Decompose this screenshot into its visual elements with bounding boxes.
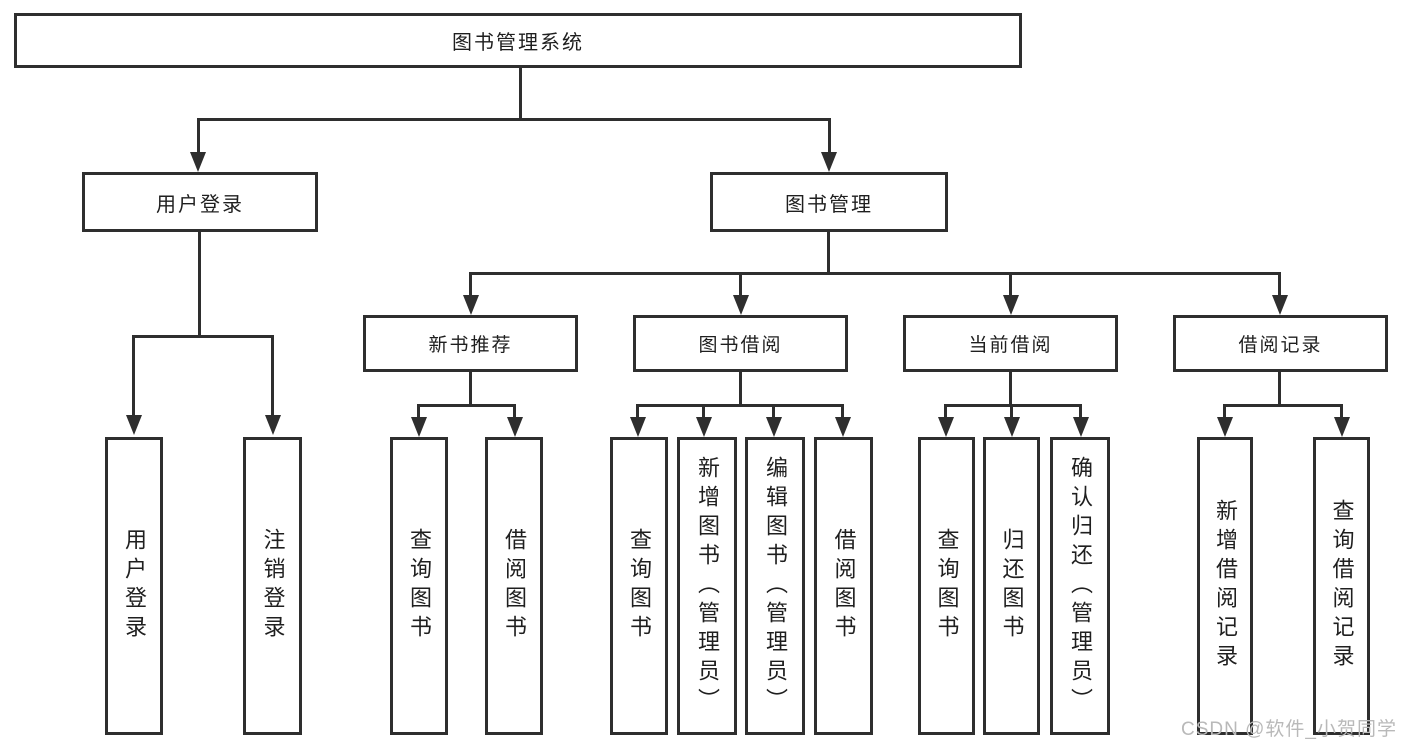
arrow-down-icon	[766, 417, 782, 437]
edge-line	[197, 118, 831, 121]
node-current-borrow: 当前借阅	[903, 315, 1118, 372]
edge-line	[1010, 404, 1013, 418]
edge-line	[636, 404, 844, 407]
arrow-down-icon	[696, 417, 712, 437]
edge-line	[1009, 272, 1012, 296]
node-book-borrow: 图书借阅	[633, 315, 848, 372]
arrow-down-icon	[1003, 295, 1019, 315]
node-new-book-rec: 新书推荐	[363, 315, 578, 372]
edge-line	[841, 404, 844, 418]
arrow-down-icon	[1004, 417, 1020, 437]
leaf-query-books-current: 查询图书	[918, 437, 975, 735]
edge-line	[1223, 404, 1226, 418]
edge-line	[739, 272, 742, 296]
leaf-user-login-label: 用户登录	[122, 528, 147, 644]
leaf-add-borrow-record: 新增借阅记录	[1197, 437, 1253, 735]
arrow-down-icon	[1334, 417, 1350, 437]
node-user-login-label: 用户登录	[156, 193, 244, 216]
leaf-logout-login-label: 注销登录	[260, 528, 286, 644]
edge-line	[827, 232, 830, 274]
leaf-query-books-current-label: 查询图书	[934, 528, 960, 644]
edge-line	[944, 404, 947, 418]
arrow-down-icon	[1217, 417, 1233, 437]
edge-line	[828, 118, 831, 154]
edge-line	[132, 335, 135, 416]
node-book-mgmt-label: 图书管理	[785, 193, 873, 216]
leaf-edit-book-admin: 编辑图书（管理员）	[745, 437, 805, 735]
leaf-borrow-books-borrow-label: 借阅图书	[831, 528, 857, 644]
edge-line	[702, 404, 705, 418]
edge-line	[519, 66, 522, 120]
arrow-down-icon	[190, 152, 206, 172]
node-user-login: 用户登录	[82, 172, 318, 232]
node-borrow-records: 借阅记录	[1173, 315, 1388, 372]
edge-line	[636, 404, 639, 418]
edge-line	[1340, 404, 1343, 418]
watermark: CSDN @软件_小贺同学	[1181, 719, 1397, 740]
leaf-add-book-admin: 新增图书（管理员）	[677, 437, 737, 735]
edge-line	[772, 404, 775, 418]
node-root-label: 图书管理系统	[452, 32, 584, 54]
leaf-confirm-return-admin: 确认归还（管理员）	[1050, 437, 1110, 735]
arrow-down-icon	[630, 417, 646, 437]
node-root: 图书管理系统	[14, 13, 1022, 68]
arrow-down-icon	[733, 295, 749, 315]
leaf-add-borrow-record-label: 新增借阅记录	[1213, 499, 1238, 673]
arrow-down-icon	[938, 417, 954, 437]
edge-line	[1278, 372, 1281, 407]
arrow-down-icon	[463, 295, 479, 315]
leaf-borrow-books-borrow: 借阅图书	[814, 437, 873, 735]
leaf-query-borrow-record: 查询借阅记录	[1313, 437, 1370, 735]
leaf-query-books-rec-label: 查询图书	[407, 528, 432, 644]
edge-line	[513, 404, 516, 418]
node-borrow-records-label: 借阅记录	[1238, 335, 1323, 356]
arrow-down-icon	[1272, 295, 1288, 315]
leaf-query-books-borrow: 查询图书	[610, 437, 668, 735]
node-book-mgmt: 图书管理	[710, 172, 948, 232]
edge-line	[197, 118, 200, 154]
leaf-user-login: 用户登录	[105, 437, 163, 735]
leaf-return-books-label: 归还图书	[999, 528, 1025, 644]
edge-line	[944, 404, 1082, 407]
leaf-query-borrow-record-label: 查询借阅记录	[1329, 499, 1355, 673]
edge-line	[469, 272, 472, 296]
arrow-down-icon	[821, 152, 837, 172]
edge-line	[739, 372, 742, 407]
node-book-borrow-label: 图书借阅	[698, 335, 783, 356]
arrow-down-icon	[411, 417, 427, 437]
leaf-logout-login: 注销登录	[243, 437, 302, 735]
edge-line	[417, 404, 516, 407]
leaf-edit-book-admin-label: 编辑图书（管理员）	[763, 455, 788, 717]
edge-line	[469, 272, 1281, 275]
arrow-down-icon	[835, 417, 851, 437]
leaf-confirm-return-admin-label: 确认归还（管理员）	[1068, 455, 1093, 717]
edge-line	[1223, 404, 1343, 407]
leaf-add-book-admin-label: 新增图书（管理员）	[695, 455, 720, 717]
arrow-down-icon	[126, 415, 142, 435]
edge-line	[469, 372, 472, 407]
leaf-return-books: 归还图书	[983, 437, 1040, 735]
edge-line	[1278, 272, 1281, 296]
edge-line	[417, 404, 420, 418]
edge-line	[271, 335, 274, 416]
edge-line	[132, 335, 274, 338]
edge-line	[198, 232, 201, 338]
arrow-down-icon	[1073, 417, 1089, 437]
edge-line	[1079, 404, 1082, 418]
leaf-query-books-rec: 查询图书	[390, 437, 448, 735]
arrow-down-icon	[265, 415, 281, 435]
leaf-query-books-borrow-label: 查询图书	[627, 528, 652, 644]
leaf-borrow-books-rec: 借阅图书	[485, 437, 543, 735]
arrow-down-icon	[507, 417, 523, 437]
edge-line	[1009, 372, 1012, 407]
node-current-borrow-label: 当前借阅	[968, 335, 1053, 356]
node-new-book-rec-label: 新书推荐	[428, 335, 513, 356]
leaf-borrow-books-rec-label: 借阅图书	[502, 528, 527, 644]
